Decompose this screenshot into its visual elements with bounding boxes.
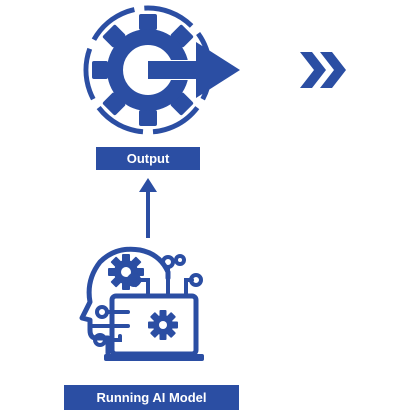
model-label: Running AI Model (64, 385, 239, 410)
output-label-text: Output (126, 151, 170, 166)
gear-export-icon (83, 5, 240, 135)
arrow-up-icon (139, 178, 157, 238)
model-label-text: Running AI Model (96, 390, 207, 405)
output-label: Output (96, 147, 200, 170)
double-chevron-right-icon (300, 52, 346, 88)
ai-head-laptop-icon (79, 246, 204, 361)
